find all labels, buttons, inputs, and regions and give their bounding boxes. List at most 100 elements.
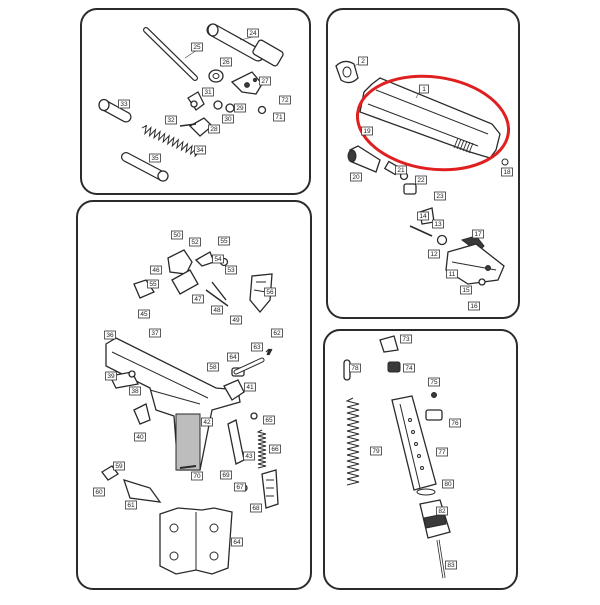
part-number-label: 41 [244, 382, 256, 392]
part-number-label: 49 [230, 315, 242, 325]
part-number-text: 65 [265, 417, 273, 424]
part-number-text: 17 [474, 231, 482, 238]
part-number-label: 23 [434, 191, 446, 201]
part-number-label: 20 [350, 172, 362, 182]
part-number-text: 46 [152, 267, 160, 274]
part-number-text: 56 [266, 289, 274, 296]
part-mainspring [256, 429, 267, 469]
part-number-label: 27 [259, 76, 271, 86]
part-magazine-valve [425, 392, 443, 421]
part-number-label: 12 [428, 249, 440, 259]
part-number-label: 25 [191, 42, 203, 52]
part-number-text: 71 [275, 114, 283, 121]
part-number-label: 63 [251, 342, 263, 352]
part-number-label: 62 [271, 328, 283, 338]
part-number-label: 15 [460, 285, 472, 295]
part-number-label: 34 [194, 145, 206, 155]
part-magazine-o-ring [416, 488, 436, 496]
part-number-text: 70 [193, 473, 201, 480]
part-barrel [206, 23, 284, 67]
part-number-text: 62 [273, 330, 281, 337]
part-number-label: 11 [446, 269, 458, 279]
part-number-text: 27 [261, 78, 269, 85]
part-number-label: 18 [501, 167, 513, 177]
part-magazine-tube [391, 395, 437, 491]
part-number-text: 79 [372, 448, 380, 455]
part-number-label: 70 [191, 471, 203, 481]
part-number-text: 77 [438, 449, 446, 456]
part-number-text: 74 [405, 365, 413, 372]
part-number-text: 1 [422, 86, 426, 93]
part-number-text: 82 [438, 508, 446, 515]
part-number-text: 25 [193, 44, 201, 51]
part-number-text: 39 [107, 373, 115, 380]
part-number-label: 40 [134, 432, 146, 442]
part-slide-stop [109, 370, 139, 389]
part-slide-stop-parts [179, 91, 267, 137]
part-number-label: 67 [234, 482, 246, 492]
part-number-label: 73 [400, 334, 412, 344]
part-number-label: 65 [263, 415, 275, 425]
part-number-text: 58 [209, 364, 217, 371]
part-number-text: 22 [417, 177, 425, 184]
part-number-label: 64 [231, 537, 243, 547]
part-number-label: 39 [105, 371, 117, 381]
part-mainspring-housing [249, 273, 273, 314]
part-number-text: 23 [436, 193, 444, 200]
part-number-label: 17 [472, 229, 484, 239]
part-number-text: 31 [204, 89, 212, 96]
part-number-text: 30 [224, 116, 232, 123]
part-number-text: 38 [131, 388, 139, 395]
part-number-label: 45 [138, 309, 150, 319]
part-number-label: 83 [445, 560, 457, 570]
part-number-text: 45 [140, 311, 148, 318]
part-number-label: 72 [279, 95, 291, 105]
part-number-label: 1 [419, 84, 429, 94]
part-number-label: 43 [243, 451, 255, 461]
part-number-text: 19 [363, 128, 371, 135]
part-number-text: 80 [444, 481, 452, 488]
part-number-label: 77 [436, 447, 448, 457]
part-number-text: 55 [220, 238, 228, 245]
part-number-text: 33 [120, 101, 128, 108]
part-number-text: 66 [271, 446, 279, 453]
part-bushing [208, 69, 224, 83]
part-number-text: 72 [281, 97, 289, 104]
part-number-text: 61 [127, 502, 135, 509]
part-number-label: 82 [436, 506, 448, 516]
part-number-text: 21 [397, 167, 405, 174]
part-number-label: 53 [225, 265, 237, 275]
part-number-label: 14 [417, 211, 429, 221]
part-number-label: 33 [118, 99, 130, 109]
part-grip-screws [179, 412, 258, 469]
part-number-label: 74 [403, 363, 415, 373]
part-number-label: 61 [125, 500, 137, 510]
part-magazine-screw [436, 539, 446, 579]
part-recoil-spring [141, 124, 202, 158]
part-number-text: 26 [222, 59, 230, 66]
part-plunger-pins [233, 348, 273, 375]
part-number-text: 64 [233, 539, 241, 546]
part-trigger [133, 403, 151, 425]
part-number-text: 69 [222, 472, 230, 479]
part-plunger-tube [98, 98, 132, 123]
part-number-label: 30 [222, 114, 234, 124]
part-number-label: 38 [129, 386, 141, 396]
part-spring-guide [121, 152, 169, 182]
part-number-text: 83 [447, 562, 455, 569]
part-number-text: 48 [213, 307, 221, 314]
part-number-label: 19 [361, 126, 373, 136]
part-number-label: 37 [149, 328, 161, 338]
part-number-text: 75 [430, 379, 438, 386]
part-number-label: 35 [149, 153, 161, 163]
part-number-text: 76 [451, 420, 459, 427]
part-muzzle-bushing [335, 60, 359, 84]
part-number-label: 48 [211, 305, 223, 315]
part-number-text: 42 [203, 419, 211, 426]
part-number-label: 24 [247, 28, 259, 38]
part-number-text: 54 [214, 256, 222, 263]
part-number-text: 12 [430, 251, 438, 258]
